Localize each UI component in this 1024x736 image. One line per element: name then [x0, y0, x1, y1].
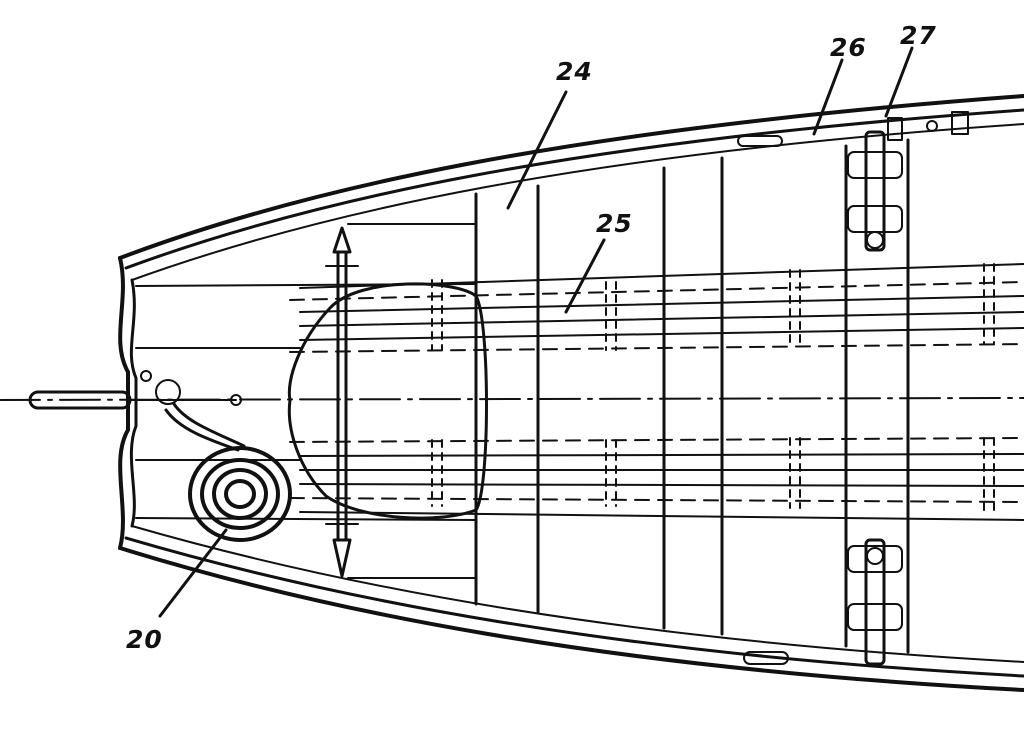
oar	[325, 226, 359, 578]
oarlock-bottom	[847, 538, 903, 666]
thwarts	[347, 138, 910, 654]
callout-25: 25	[596, 209, 633, 238]
gunwale-fittings	[737, 111, 969, 665]
frames	[431, 263, 995, 511]
hull-outline	[118, 94, 1024, 692]
coiled-rope	[164, 402, 292, 542]
callout-27: 27	[900, 21, 937, 50]
callout-24: 24	[556, 57, 593, 86]
bottom-planking	[135, 263, 1024, 521]
oarlock-top	[847, 130, 903, 252]
callout-20: 20	[126, 625, 163, 654]
stern-seat-frame	[287, 282, 488, 520]
keel-centerline	[0, 370, 1024, 410]
callout-26: 26	[830, 33, 867, 62]
callout-leaders	[158, 46, 914, 618]
